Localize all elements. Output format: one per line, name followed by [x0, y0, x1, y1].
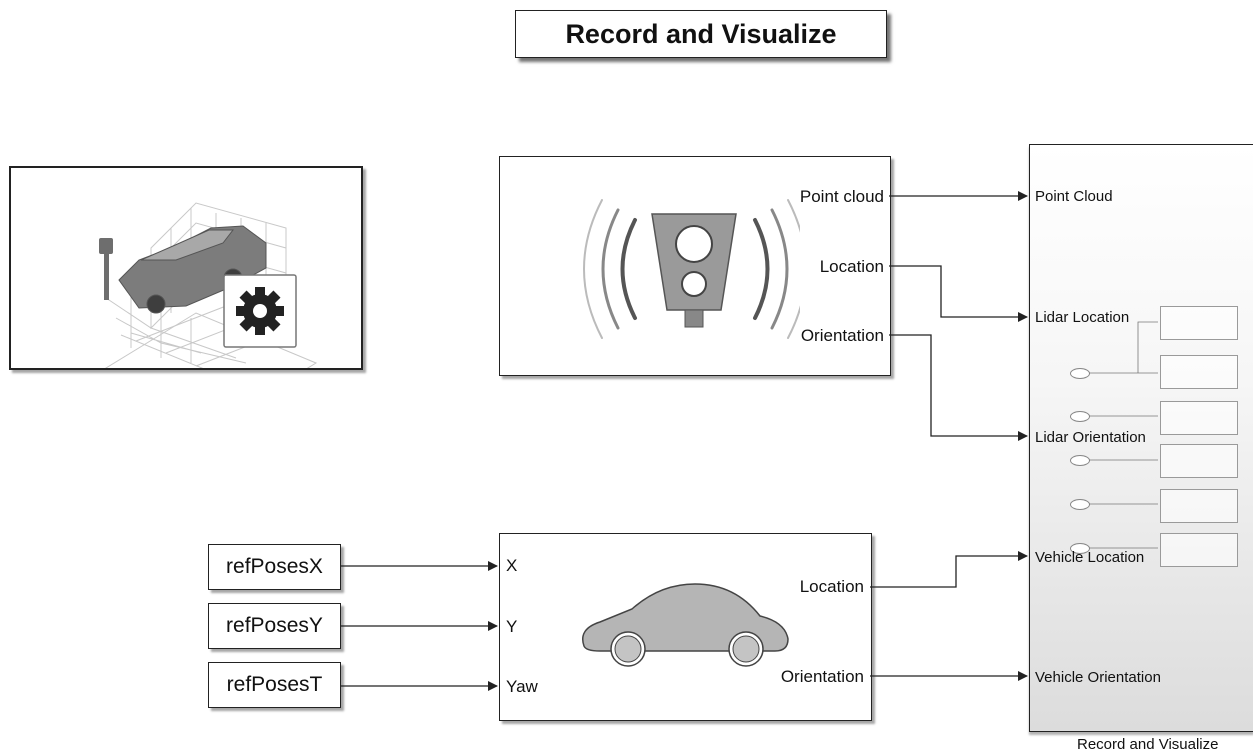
scene-configuration-block[interactable] — [9, 166, 363, 419]
vehicle-output-orientation: Orientation — [780, 667, 864, 686]
lidar-sensor-block[interactable] — [499, 156, 891, 376]
display-box — [1160, 444, 1238, 478]
display-box — [1160, 533, 1238, 567]
rv-input-vehicle-orientation: Vehicle Orientation — [1035, 669, 1161, 686]
vehicle-block[interactable] — [499, 533, 872, 721]
constant-block-refposest[interactable]: refPosesT — [208, 662, 341, 708]
record-visualize-block[interactable] — [1029, 144, 1253, 732]
vehicle-output-location: Location — [799, 577, 864, 596]
rv-input-lidar-orientation: Lidar Orientation — [1035, 429, 1146, 446]
rv-input-vehicle-location: Vehicle Location — [1035, 549, 1145, 566]
inport-oval — [1070, 411, 1090, 422]
rv-input-point-cloud: Point Cloud — [1035, 188, 1113, 205]
display-box — [1160, 306, 1238, 340]
vehicle-input-yaw: Yaw — [506, 677, 538, 696]
display-box — [1160, 489, 1238, 523]
gear-icon — [236, 287, 284, 335]
constant-block-refposesx[interactable]: refPosesX — [208, 544, 341, 590]
inport-oval — [1070, 368, 1090, 379]
car-icon — [582, 583, 789, 667]
inport-oval — [1070, 455, 1090, 466]
lidar-output-orientation: Orientation — [800, 326, 884, 345]
constant-block-refposesy[interactable]: refPosesY — [208, 603, 341, 649]
rv-block-caption: Record and Visualize — [1077, 736, 1219, 753]
inport-oval — [1070, 543, 1090, 554]
lidar-output-location: Location — [819, 257, 884, 276]
display-box — [1160, 355, 1238, 389]
vehicle-input-x: X — [506, 556, 518, 575]
wire-lidar-location — [889, 265, 1028, 322]
display-box — [1160, 401, 1238, 435]
lidar-sensor-icon — [583, 199, 800, 339]
vehicle-input-y: Y — [506, 617, 518, 636]
diagram-title: Record and Visualize — [515, 10, 887, 58]
wire-lidar-orientation — [889, 334, 1028, 441]
lidar-output-point-cloud: Point cloud — [799, 187, 884, 206]
wire-vehicle-location — [870, 551, 1028, 588]
parking-scene-icon — [99, 202, 318, 419]
inport-oval — [1070, 499, 1090, 510]
rv-input-lidar-location: Lidar Location — [1035, 309, 1130, 326]
